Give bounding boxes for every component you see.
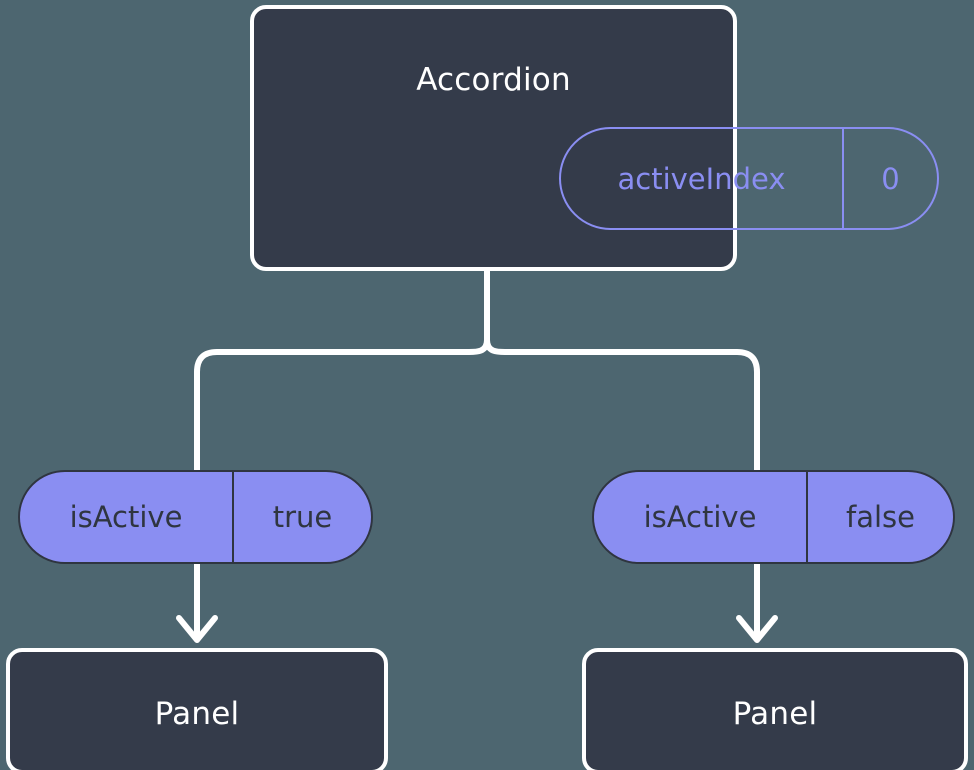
prop-pill-isactive-right[interactable]: isActive false — [592, 470, 955, 564]
prop-pill-isactive-left[interactable]: isActive true — [18, 470, 373, 564]
node-accordion[interactable]: Accordion activeIndex 0 — [250, 5, 939, 271]
node-panel-left-title: Panel — [154, 696, 240, 732]
prop-pill-isactive-left-value: true — [272, 500, 333, 534]
prop-pill-isactive-right-key: isActive — [594, 472, 808, 562]
prop-pill-isactive-left-key: isActive — [20, 472, 234, 562]
node-panel-right-title: Panel — [732, 696, 818, 732]
edge-branch-right — [484, 339, 760, 472]
arrow-head-left-icon — [176, 615, 218, 643]
node-panel-right[interactable]: Panel — [582, 648, 968, 770]
state-pill-activeindex-value: 0 — [881, 161, 900, 196]
state-pill-activeindex[interactable]: activeIndex 0 — [559, 127, 939, 230]
node-panel-left[interactable]: Panel — [6, 648, 388, 770]
edge-branch-left — [194, 339, 490, 472]
state-pill-activeindex-key: activeIndex — [561, 129, 844, 228]
arrow-head-right-icon — [736, 615, 778, 643]
node-accordion-title: Accordion — [416, 62, 571, 98]
prop-pill-isactive-right-value: false — [846, 500, 915, 534]
